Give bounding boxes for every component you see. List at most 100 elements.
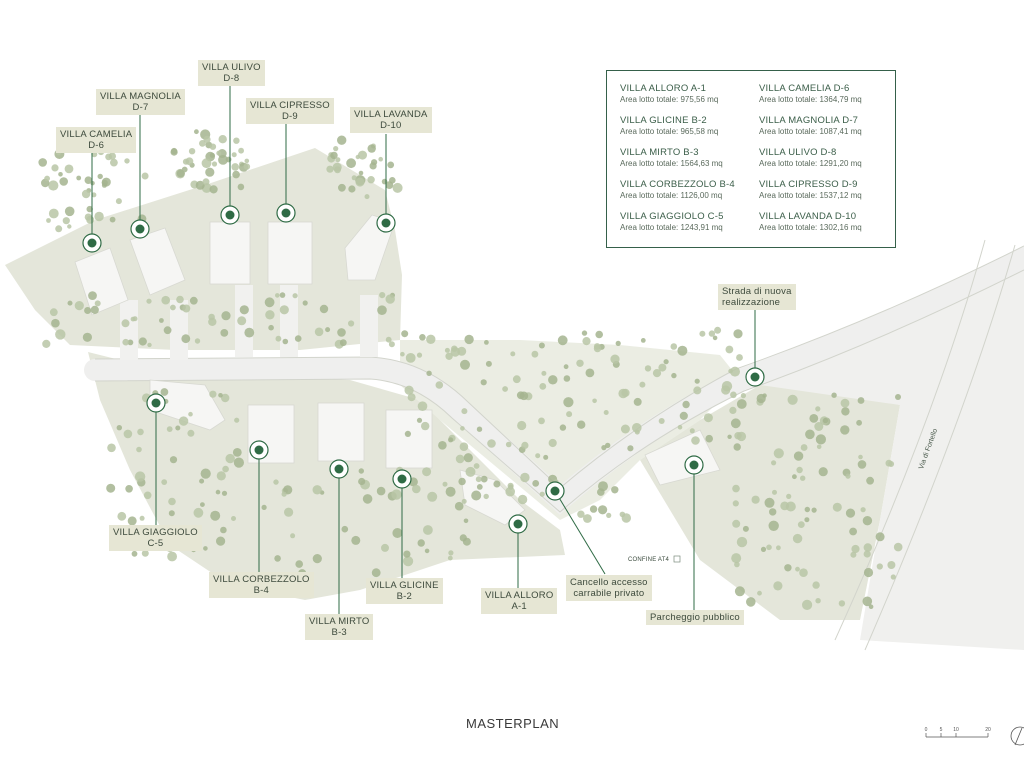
tree-icon <box>611 486 619 494</box>
tree-icon <box>461 408 468 415</box>
label-cancello-line1: Cancello accesso <box>570 577 648 588</box>
marker-giaggiolo[interactable] <box>146 393 166 413</box>
tree-icon <box>82 332 92 342</box>
tree-icon <box>67 224 72 229</box>
tree-icon <box>736 536 748 548</box>
tree-icon <box>290 533 296 539</box>
legend-area: Area lotto totale: 1243,91 mq <box>620 223 723 232</box>
tree-icon <box>211 161 218 167</box>
legend-item: VILLA CAMELIA D-6 Area lotto totale: 136… <box>759 83 862 105</box>
tree-icon <box>417 539 425 547</box>
scale-bar <box>925 733 989 738</box>
tree-icon <box>88 291 97 300</box>
tree-icon <box>130 316 136 322</box>
legend-area: Area lotto totale: 1126,00 mq <box>620 191 723 200</box>
tree-icon <box>364 194 370 200</box>
tree-icon <box>216 471 226 481</box>
tree-icon <box>282 338 289 345</box>
tree-icon <box>362 494 373 504</box>
marker-cancello[interactable] <box>545 481 565 501</box>
tree-icon <box>582 337 591 346</box>
marker-ulivo[interactable] <box>220 205 240 225</box>
tree-icon <box>476 426 483 432</box>
tree-icon <box>583 514 592 523</box>
tree-icon <box>475 476 482 483</box>
tree-icon <box>595 330 603 339</box>
tree-icon <box>610 354 620 364</box>
legend-area: Area lotto totale: 1364,79 mq <box>759 95 862 104</box>
tree-icon <box>127 339 134 346</box>
tree-icon <box>392 182 403 193</box>
tree-icon <box>367 176 375 184</box>
tree-icon <box>815 434 827 445</box>
leader-lines <box>91 84 756 615</box>
marker-parcheggio[interactable] <box>684 455 704 475</box>
tree-icon <box>131 550 138 557</box>
marker-alloro[interactable] <box>508 514 528 534</box>
tree-icon <box>857 460 867 469</box>
label-villa-alloro-name: VILLA ALLORO <box>485 590 554 601</box>
tree-icon <box>381 178 388 185</box>
tree-icon <box>772 489 777 495</box>
tree-icon <box>312 485 322 495</box>
tree-icon <box>109 216 116 223</box>
legend-area: Area lotto totale: 1087,41 mq <box>759 127 862 136</box>
tree-icon <box>448 550 454 556</box>
street-via-fortello-2 <box>864 244 1016 651</box>
tree-icon <box>341 525 349 533</box>
marker-mirto[interactable] <box>329 459 349 479</box>
legend-item: VILLA LAVANDA D-10 Area lotto totale: 13… <box>759 211 862 233</box>
tree-icon <box>220 329 229 337</box>
label-villa-cipresso: VILLA CIPRESSO D-9 <box>246 98 334 124</box>
tree-icon <box>115 198 122 205</box>
label-strada: Strada di nuova realizzazione <box>718 284 796 310</box>
tree-icon <box>797 521 805 528</box>
tree-icon <box>182 304 191 313</box>
tree-icon <box>284 507 294 517</box>
tree-icon <box>351 535 361 545</box>
tree-icon <box>450 347 461 357</box>
marker-corbezzolo[interactable] <box>249 440 269 460</box>
marker-lavanda[interactable] <box>376 213 396 233</box>
tree-icon <box>203 546 208 551</box>
label-strada-line2: realizzazione <box>722 297 781 308</box>
tree-icon <box>517 420 527 431</box>
marker-strada[interactable] <box>745 367 765 387</box>
tree-icon <box>232 170 240 179</box>
tree-icon <box>742 525 749 532</box>
tree-icon <box>822 417 829 424</box>
marker-cipresso[interactable] <box>276 203 296 223</box>
tree-icon <box>199 140 206 147</box>
tree-icon <box>337 135 347 145</box>
label-villa-mirto-name: VILLA MIRTO <box>309 616 370 627</box>
legend-box: VILLA ALLORO A-1 Area lotto totale: 975,… <box>606 70 896 248</box>
marker-glicine[interactable] <box>392 469 412 489</box>
tree-icon <box>175 425 181 431</box>
tree-icon <box>233 137 240 144</box>
tree-icon <box>832 502 842 512</box>
tree-icon <box>632 423 642 433</box>
tree-icon <box>379 292 386 299</box>
tree-icon <box>831 392 837 398</box>
marker-magnolia[interactable] <box>130 219 150 239</box>
tree-icon <box>194 338 201 344</box>
tree-icon <box>170 147 178 155</box>
tree-icon <box>454 501 464 511</box>
marker-camelia[interactable] <box>82 233 102 253</box>
tree-icon <box>462 537 471 546</box>
tree-icon <box>351 175 357 181</box>
tree-icon <box>221 490 228 496</box>
tree-icon <box>548 438 557 448</box>
tree-icon <box>127 516 137 526</box>
tree-icon <box>538 342 545 349</box>
tree-icon <box>480 475 488 483</box>
tree-icon <box>447 555 453 561</box>
tree-icon <box>601 445 607 451</box>
tree-icon <box>147 342 152 348</box>
tree-icon <box>585 368 595 378</box>
label-villa-corbezzolo: VILLA CORBEZZOLO B-4 <box>209 572 314 598</box>
tree-icon <box>268 324 274 331</box>
label-villa-cipresso-name: VILLA CIPRESSO <box>250 100 330 111</box>
tree-icon <box>679 411 688 420</box>
tree-icon <box>460 426 465 431</box>
